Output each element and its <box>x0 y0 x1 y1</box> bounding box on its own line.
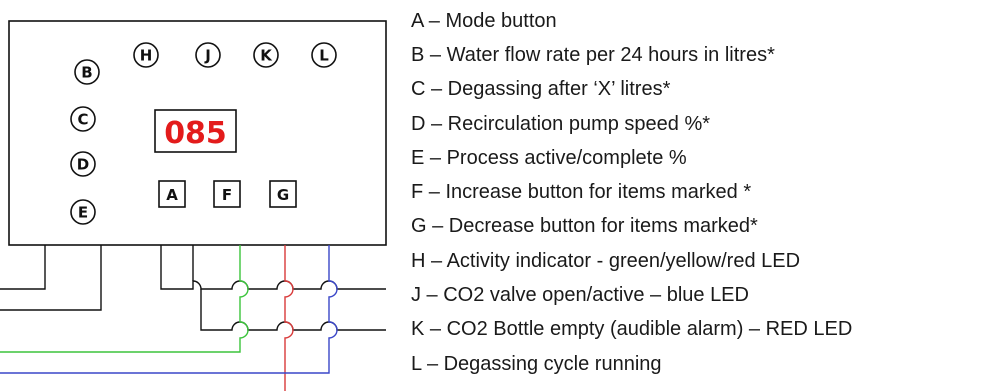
wiring <box>0 245 386 391</box>
legend-item-d: D – Recirculation pump speed %* <box>411 113 710 135</box>
indicator-label-j: J <box>195 42 221 68</box>
black-wire-4 <box>192 245 386 331</box>
increase-button-f[interactable]: F <box>213 180 241 208</box>
legend-item-h: H – Activity indicator - green/yellow/re… <box>411 250 800 272</box>
indicator-label-l: L <box>311 42 337 68</box>
side-label-e: E <box>70 199 96 225</box>
indicator-label-k: K <box>253 42 279 68</box>
side-letter: C <box>77 111 88 129</box>
black-wire-3 <box>160 245 386 290</box>
button-letter: F <box>222 186 232 204</box>
legend: A – Mode button B – Water flow rate per … <box>411 10 852 375</box>
blue-wire <box>0 245 338 374</box>
side-letter: B <box>81 64 92 82</box>
legend-item-g: G – Decrease button for items marked* <box>411 215 758 237</box>
button-letter: G <box>277 186 289 204</box>
side-letter: D <box>77 156 89 174</box>
legend-item-c: C – Degassing after ‘X’ litres* <box>411 78 671 100</box>
side-label-c: C <box>70 106 96 132</box>
legend-item-b: B – Water flow rate per 24 hours in litr… <box>411 44 775 66</box>
indicator-letter: K <box>260 47 273 65</box>
black-wire-1 <box>0 245 46 290</box>
side-letter: E <box>78 204 88 222</box>
legend-item-l: L – Degassing cycle running <box>411 353 662 375</box>
black-wire-2 <box>0 245 102 311</box>
legend-item-j: J – CO2 valve open/active – blue LED <box>411 284 749 306</box>
indicator-letter: L <box>319 47 329 65</box>
side-label-b: B <box>74 59 100 85</box>
legend-item-f: F – Increase button for items marked * <box>411 181 751 203</box>
digital-display: 085 <box>154 109 237 153</box>
indicator-label-h: H <box>133 42 159 68</box>
indicator-letter: H <box>140 47 153 65</box>
legend-item-e: E – Process active/complete % <box>411 147 687 169</box>
green-wire <box>0 245 249 353</box>
red-wire <box>284 245 294 391</box>
indicator-letter: J <box>204 47 211 65</box>
decrease-button-g[interactable]: G <box>269 180 297 208</box>
legend-item-a: A – Mode button <box>411 10 557 32</box>
mode-button-a[interactable]: A <box>158 180 186 208</box>
display-value: 085 <box>164 116 227 151</box>
side-label-d: D <box>70 151 96 177</box>
legend-item-k: K – CO2 Bottle empty (audible alarm) – R… <box>411 318 852 340</box>
button-letter: A <box>166 186 178 204</box>
